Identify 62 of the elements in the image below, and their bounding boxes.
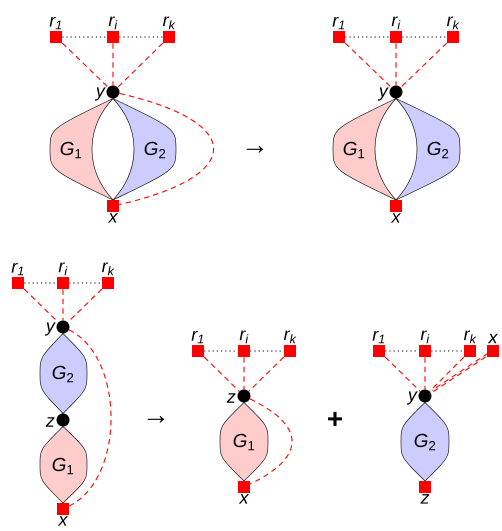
vertex-label: r$_{i}$ <box>240 330 248 344</box>
vertex-label: r$_{1}$ <box>192 330 204 344</box>
vertex-label: x <box>238 494 250 504</box>
vertex-label: z <box>420 494 430 504</box>
edge <box>117 42 164 88</box>
edge <box>248 356 284 392</box>
vertex-label: r$_{i}$ <box>420 330 430 344</box>
edge <box>67 288 102 323</box>
edge <box>69 282 102 284</box>
vertex-label: y <box>94 87 106 101</box>
graph-region: G$_{1}$ <box>40 426 88 504</box>
vertex-label: r$_{i}$ <box>108 16 118 30</box>
edge <box>402 36 447 38</box>
edge <box>119 36 163 38</box>
vertex-label: r$_{k}$ <box>446 16 460 30</box>
edge <box>384 356 421 392</box>
transition-arrow: → <box>246 146 264 153</box>
vertex-label: r$_{1}$ <box>12 262 24 276</box>
edge <box>62 36 107 38</box>
edge <box>395 43 397 86</box>
edge <box>344 42 392 88</box>
vertex-label: z <box>46 417 55 427</box>
vertex-label: x <box>390 213 402 223</box>
curved-edge <box>119 92 214 206</box>
transition-arrow: → <box>148 416 164 423</box>
vertex-label: z <box>226 393 236 403</box>
vertex-label: r$_{k}$ <box>162 16 176 30</box>
edge <box>62 42 109 88</box>
graph-region: G$_{2}$ <box>396 98 460 200</box>
edge <box>112 43 114 86</box>
edge <box>345 36 390 38</box>
edge <box>400 42 448 88</box>
vertex-label: y <box>378 87 389 101</box>
vertex-label: r$_{k}$ <box>102 262 114 276</box>
edge <box>429 356 464 392</box>
edge <box>204 356 240 392</box>
vertex-label: y <box>44 322 56 336</box>
vertex-label: r$_{i}$ <box>392 16 400 30</box>
vertex-label: r$_{i}$ <box>58 262 68 276</box>
edge <box>385 350 419 352</box>
graph-region: G$_{1}$ <box>220 402 268 482</box>
edge <box>24 288 59 323</box>
vertex-label: r$_{1}$ <box>50 16 62 30</box>
vertex-label: x <box>108 213 118 223</box>
plus-sign: + <box>328 412 342 426</box>
vertex-label: r$_{k}$ <box>464 330 476 344</box>
vertex-label: r$_{1}$ <box>372 330 384 344</box>
edge <box>431 350 464 352</box>
vertex-label: r$_{k}$ <box>284 330 296 344</box>
curved-edge <box>250 398 293 484</box>
curved-edge <box>68 329 112 506</box>
edge <box>250 350 284 352</box>
edge <box>204 350 238 352</box>
graph-region: G$_{2}$ <box>112 98 176 200</box>
vertex-label: r$_{1}$ <box>332 16 344 30</box>
vertex-label: y <box>406 391 418 405</box>
edge <box>243 357 245 390</box>
edge <box>62 289 64 320</box>
vertex-label: x <box>488 334 498 344</box>
vertex-label: x <box>58 516 68 526</box>
edge <box>24 282 57 284</box>
edge <box>424 357 426 390</box>
